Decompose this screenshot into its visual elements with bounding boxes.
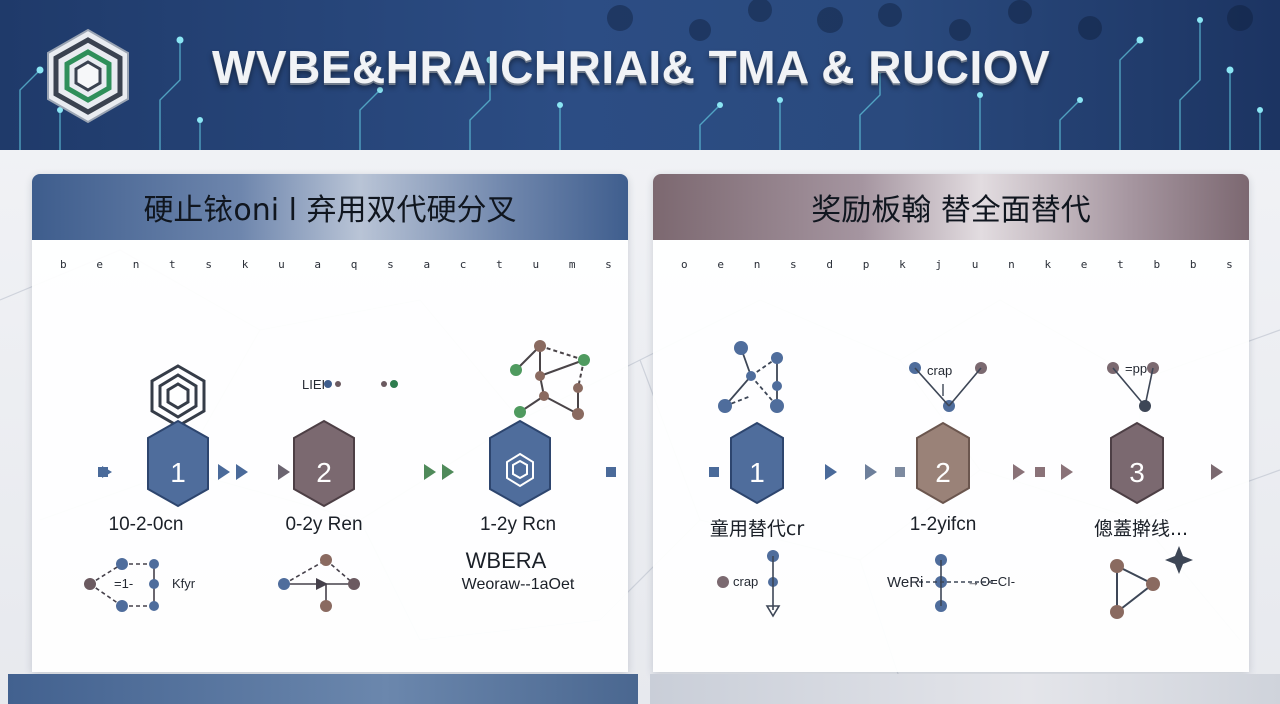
network-node — [578, 354, 590, 366]
layered-hexagon-icon — [150, 364, 206, 428]
wbera-heading: WBERA — [465, 548, 547, 573]
letter-glyph: t — [496, 258, 503, 271]
letter-glyph: t — [1117, 258, 1124, 271]
letter-glyph: a — [423, 258, 431, 271]
step-1-hexagon — [730, 421, 784, 505]
linked-nodes-icon — [324, 380, 398, 388]
step-3-label: 1-2y Rcn — [479, 514, 557, 535]
hexagon-logo-icon — [47, 28, 129, 124]
letter-glyph: e — [96, 258, 103, 271]
letter-glyph: n — [753, 258, 761, 271]
step-2-hexagon — [293, 419, 355, 508]
letter-glyph: s — [205, 258, 212, 271]
top-node-text-1: crap — [927, 363, 953, 378]
letter-glyph: j — [935, 258, 943, 271]
letter-glyph: m — [568, 258, 576, 271]
step-3-number: 3 — [1129, 457, 1145, 488]
step-2-label: 0-2y Ren — [285, 514, 363, 535]
letter-glyph: s — [790, 258, 797, 271]
letter-glyph: k — [899, 258, 906, 271]
letter-glyph: e — [1080, 258, 1088, 271]
network-node — [514, 406, 526, 418]
sparkle-icon — [1165, 546, 1193, 574]
letter-glyph: c — [459, 258, 467, 271]
bottom-node-text-2: WeRi — [887, 574, 924, 591]
top-node-text: LIEI — [302, 377, 326, 392]
letter-glyph: a — [314, 258, 322, 271]
weri-node-icon — [919, 554, 993, 612]
network-node — [573, 383, 583, 393]
letter-glyph: s — [605, 258, 612, 271]
step-1-number: 1 — [749, 457, 765, 488]
letter-glyph: b — [1153, 258, 1161, 271]
letter-glyph: e — [717, 258, 724, 271]
step-2-hexagon — [916, 421, 970, 505]
letter-glyph: n — [1008, 258, 1015, 271]
letter-glyph: d — [826, 258, 833, 271]
network-node — [539, 391, 549, 401]
step-2-number: 2 — [316, 457, 332, 488]
step-1-label: 童用替代cr — [709, 518, 805, 540]
left-panel: 硬止铱oni l 弃用双代硬分叉 b e n t s k u a q s a c t u m s — [32, 174, 628, 672]
step-3-hexagon — [489, 419, 551, 508]
network-node — [535, 371, 545, 381]
step-1-number: 1 — [170, 457, 186, 488]
right-panel: 奖励板翰 替全面替代 o e n s d p k j u n k e t b b s — [653, 174, 1249, 672]
bottom-network-icon-2 — [278, 554, 360, 612]
network-node — [572, 408, 584, 420]
letter-glyph: n — [132, 258, 140, 271]
letter-glyph: s — [387, 258, 394, 271]
header-banner: WVBE&HRAICHRIAI& TMA & RUCIOV — [0, 0, 1280, 150]
bottom-node-text-2: Kfyr — [172, 576, 196, 591]
crap-node-icon — [909, 362, 987, 412]
letter-glyph: b — [1189, 258, 1197, 271]
network-node — [510, 364, 522, 376]
letter-glyph: q — [350, 258, 358, 271]
letter-glyph: k — [241, 258, 249, 271]
step-2-number: 2 — [935, 457, 951, 488]
right-panel-title: 奖励板翰 替全面替代 — [653, 174, 1249, 240]
left-panel-title: 硬止铱oni l 弃用双代硬分叉 — [32, 174, 628, 240]
triangle-node-icon — [1110, 559, 1160, 619]
flow-arrows — [98, 464, 616, 480]
banner-title: WVBE&HRAICHRIAI& TMA & RUCIOV — [212, 41, 1051, 93]
bottom-node-text-1: =1- — [114, 576, 134, 591]
graph-network-icon — [718, 341, 784, 413]
letter-glyph: k — [1044, 258, 1052, 271]
step-1-label: 10-2-0cn — [108, 514, 184, 535]
right-flow-diagram: 1 2 3 — [687, 341, 1223, 619]
circuit-pattern — [19, 0, 1263, 150]
graph-network-icon — [515, 345, 585, 415]
step-3-label: 傯蓋擀线... — [1093, 518, 1189, 540]
letter-glyph: u — [278, 258, 285, 271]
step-2-label: 1-2yifcn — [909, 514, 977, 535]
pp-node-icon — [1107, 362, 1159, 412]
step-3-hexagon — [1110, 421, 1164, 505]
letter-glyph: u — [532, 258, 540, 271]
crap-branch-icon — [717, 550, 781, 618]
flow-arrows — [709, 464, 1223, 480]
bottom-node-text-3: →O=CI- — [967, 574, 1016, 589]
wbera-subtext: Weoraw--1aOet — [461, 576, 575, 593]
letter-glyph: u — [971, 258, 979, 271]
letter-glyph: o — [681, 258, 688, 271]
bottom-strip-left — [8, 674, 638, 704]
letter-glyph: b — [60, 258, 67, 271]
network-node — [534, 340, 546, 352]
left-flow-diagram: 1 2 — [70, 340, 622, 612]
step-1-hexagon — [147, 419, 209, 508]
letter-glyph: t — [169, 258, 176, 271]
letter-glyph: p — [862, 258, 870, 271]
letter-glyph: s — [1226, 258, 1233, 271]
top-node-text-2: =pp — [1125, 361, 1148, 376]
bottom-node-text-1: crap — [733, 574, 759, 589]
bottom-strip-right — [650, 674, 1280, 704]
bottom-network-icon-1 — [84, 558, 159, 612]
